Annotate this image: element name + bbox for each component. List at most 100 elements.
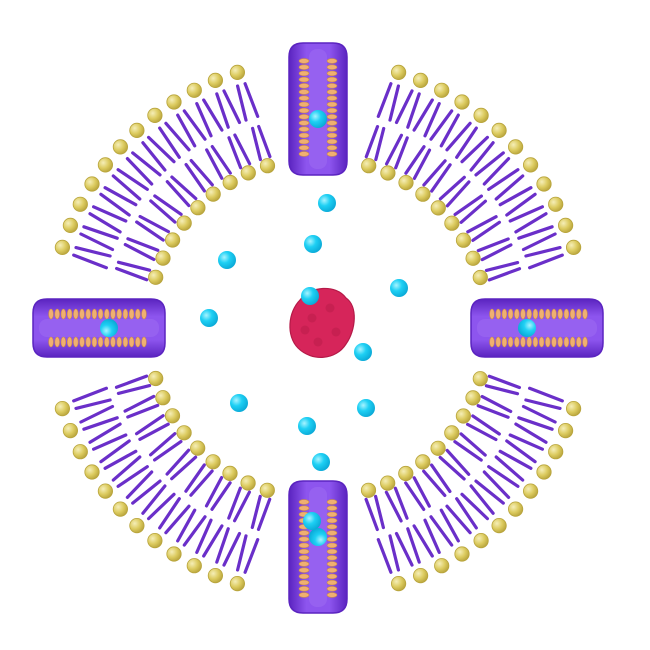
lipid-tail bbox=[484, 261, 520, 272]
lipid bbox=[394, 72, 429, 129]
coil-segment bbox=[326, 524, 338, 530]
lipid-head bbox=[186, 558, 202, 574]
coil-segment bbox=[73, 308, 79, 320]
lipid-tail bbox=[182, 515, 207, 547]
lipid-tail bbox=[164, 121, 191, 152]
lipid-head bbox=[176, 215, 192, 231]
lipid-tail bbox=[99, 439, 131, 464]
lipid-head bbox=[129, 517, 145, 534]
lipid-head bbox=[434, 558, 450, 574]
lipid bbox=[205, 145, 238, 191]
coil-segment bbox=[551, 336, 557, 348]
lipid-tail bbox=[460, 492, 489, 521]
coil-segment bbox=[326, 499, 338, 505]
channel-ion bbox=[100, 319, 118, 337]
lipid-tail bbox=[471, 220, 501, 242]
lipid-tail bbox=[430, 163, 452, 193]
lipid bbox=[472, 371, 522, 396]
lipid-tail bbox=[455, 497, 478, 530]
lipid bbox=[380, 133, 409, 181]
lipid-head bbox=[155, 250, 171, 266]
lipid-head bbox=[507, 501, 524, 517]
lipid-head bbox=[62, 422, 79, 439]
lipid-tail bbox=[176, 113, 197, 148]
lipid-tail bbox=[243, 82, 260, 119]
lipid-tail bbox=[82, 225, 119, 240]
coil-segment bbox=[298, 76, 310, 83]
lipid-head bbox=[112, 139, 129, 155]
coil-segment bbox=[326, 70, 338, 77]
lipid-head bbox=[129, 122, 145, 138]
lipid-tail bbox=[445, 180, 471, 208]
lipid-tail bbox=[422, 159, 447, 187]
lipid-tail bbox=[482, 470, 511, 499]
coil-segment bbox=[326, 567, 338, 573]
lipid-tail bbox=[455, 126, 478, 159]
lipid-head bbox=[207, 567, 223, 584]
lipid-tail bbox=[394, 136, 409, 170]
ion bbox=[298, 417, 316, 435]
lipid-tail bbox=[494, 174, 525, 201]
coil-segment bbox=[514, 308, 520, 320]
lipid-tail bbox=[422, 469, 447, 497]
lipid-tail bbox=[508, 205, 545, 223]
lipid-tail bbox=[469, 484, 495, 515]
coil-segment bbox=[104, 308, 110, 320]
coil-segment bbox=[298, 95, 310, 101]
lipid-head bbox=[240, 165, 256, 181]
lipid-head bbox=[548, 444, 564, 460]
lipid-tail bbox=[487, 374, 522, 390]
lipid-head bbox=[62, 217, 79, 233]
lipid-tail bbox=[257, 124, 272, 159]
lipid-tail bbox=[111, 174, 142, 201]
coil-segment bbox=[298, 126, 310, 132]
coil-segment bbox=[326, 64, 338, 70]
lipid-tail bbox=[189, 159, 214, 187]
lipid-tail bbox=[79, 232, 115, 252]
lipid-tail bbox=[116, 384, 152, 395]
coil-segment bbox=[526, 308, 532, 320]
coil-segment bbox=[326, 530, 338, 536]
coil-segment bbox=[538, 308, 545, 320]
lipid bbox=[465, 390, 513, 419]
lipid bbox=[54, 239, 112, 270]
coil-segment bbox=[569, 336, 576, 348]
lipid-tail bbox=[88, 212, 122, 234]
lipid-tail bbox=[164, 504, 191, 535]
ion bbox=[200, 309, 218, 327]
lipid-head bbox=[222, 174, 238, 191]
lipid bbox=[444, 194, 487, 231]
lipid-tail bbox=[527, 386, 564, 403]
coil-segment bbox=[122, 308, 129, 320]
coil-segment bbox=[520, 308, 526, 320]
cargo-molecule bbox=[289, 287, 355, 358]
lipid-tail bbox=[466, 422, 498, 442]
lipid-head bbox=[444, 425, 460, 441]
lipid-tail bbox=[125, 157, 154, 186]
coil-segment bbox=[326, 536, 338, 542]
lipid-head bbox=[380, 165, 396, 181]
lipid-head bbox=[412, 567, 429, 584]
lipid bbox=[129, 484, 176, 534]
coil-segment bbox=[501, 308, 508, 320]
lipid bbox=[415, 159, 452, 202]
lipid-head bbox=[430, 200, 446, 216]
coil-segment bbox=[104, 336, 110, 348]
coil-segment bbox=[298, 64, 310, 70]
coil-segment bbox=[507, 336, 514, 348]
coil-segment bbox=[97, 336, 104, 348]
lipid-tail bbox=[429, 109, 454, 141]
lipid bbox=[429, 94, 470, 148]
lipid bbox=[135, 214, 181, 248]
lipid-bilayer bbox=[54, 64, 582, 592]
lipid-head bbox=[259, 482, 275, 498]
coil-segment bbox=[326, 505, 338, 511]
lipid-head bbox=[507, 139, 524, 155]
coil-segment bbox=[298, 83, 310, 89]
lipid-tail bbox=[423, 518, 441, 555]
lipid-tail bbox=[514, 212, 548, 234]
lipid-tail bbox=[210, 481, 232, 511]
coil-segment bbox=[298, 58, 310, 64]
lipid-tail bbox=[126, 403, 160, 419]
coil-segment bbox=[563, 308, 570, 320]
